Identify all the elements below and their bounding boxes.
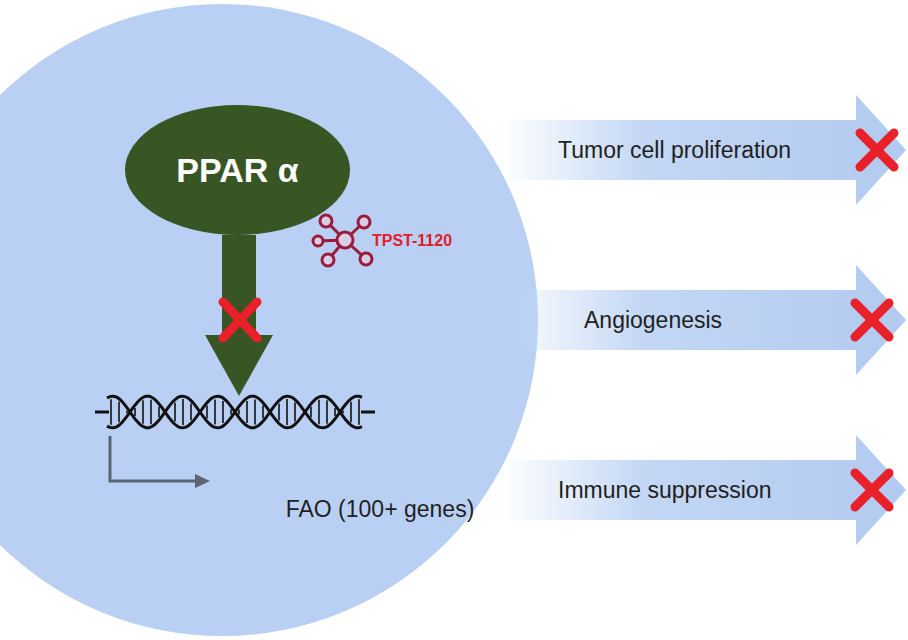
- effect-arrow: Immune suppression: [500, 435, 908, 545]
- drug-name: TPST-1120: [372, 232, 452, 250]
- red-x: [855, 133, 894, 507]
- effect-text: Angiogenesis: [584, 307, 722, 334]
- molecule-icon: [313, 215, 372, 266]
- gene-label: FAO (100+ genes): [250, 496, 510, 523]
- receptor-name: PPAR α: [176, 151, 298, 190]
- red-x: [223, 302, 257, 338]
- receptor-ellipse: PPAR α: [125, 105, 350, 235]
- dna-helix: [95, 396, 375, 428]
- effect-arrow: Tumor cell proliferation: [500, 95, 908, 205]
- green-arrow: [205, 235, 273, 396]
- transcription-arrow: [110, 436, 196, 481]
- cell-circle: [0, 4, 538, 636]
- effect-text: Immune suppression: [558, 477, 772, 504]
- effect-arrow: Angiogenesis: [500, 265, 908, 375]
- effect-text: Tumor cell proliferation: [558, 137, 791, 164]
- arrow-head: [195, 474, 210, 488]
